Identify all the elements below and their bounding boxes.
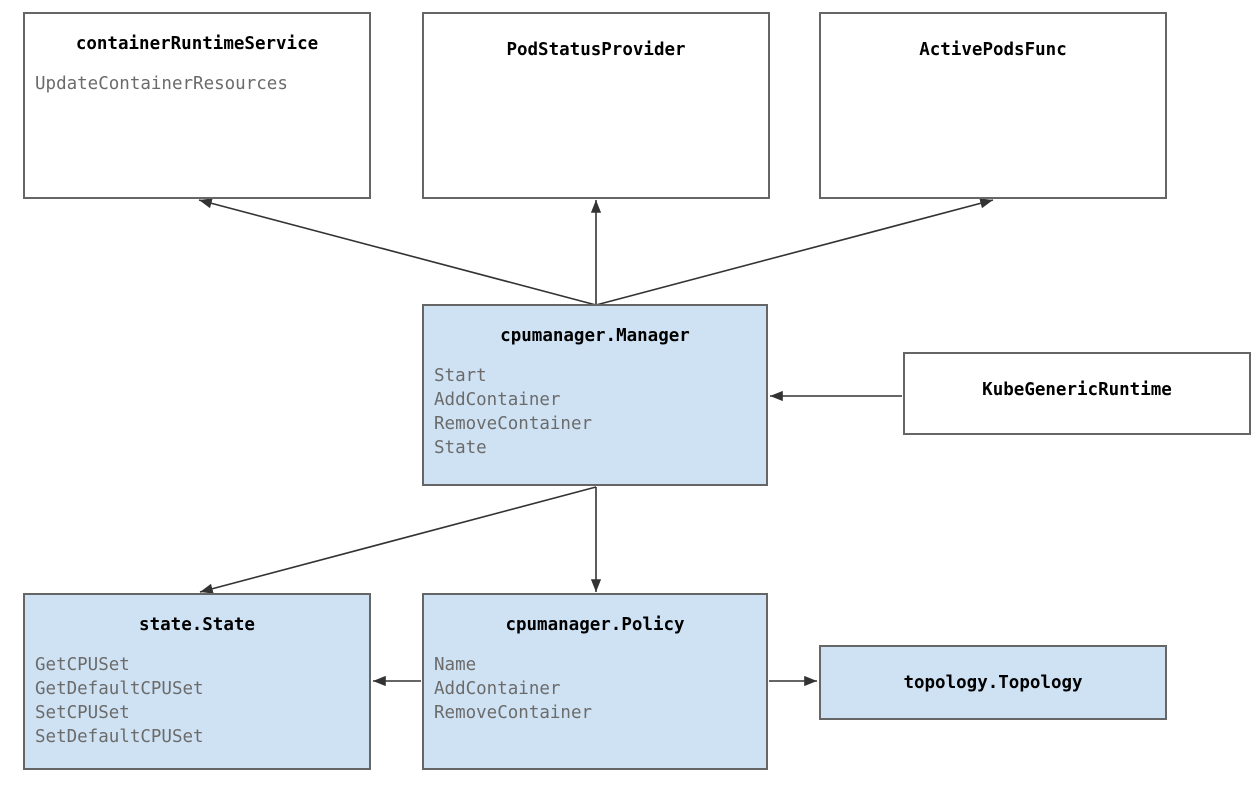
class-title-activePodsFunc: ActivePodsFunc [919, 40, 1067, 60]
class-title-topologyTopology: topology.Topology [903, 673, 1083, 693]
class-method: UpdateContainerResources [35, 74, 288, 94]
edge-manager-to-stateState [199, 486, 597, 594]
class-method: AddContainer [434, 679, 561, 699]
class-method: SetCPUSet [35, 703, 130, 723]
class-method: AddContainer [434, 390, 561, 410]
class-title-podStatusProvider: PodStatusProvider [506, 40, 686, 60]
class-method: Name [434, 655, 477, 675]
uml-class-box-podStatusProvider[interactable]: PodStatusProvider [422, 12, 770, 199]
uml-class-box-kubeGenericRuntime[interactable]: KubeGenericRuntime [903, 352, 1251, 435]
class-method: State [434, 438, 487, 458]
edge-manager-to-containerRuntimeService [198, 198, 597, 306]
class-method: Start [434, 366, 487, 386]
class-method: SetDefaultCPUSet [35, 727, 204, 747]
class-method-list-containerRuntimeService: UpdateContainerResources [25, 72, 369, 96]
class-title-cpumanagerManager: cpumanager.Manager [500, 326, 690, 346]
class-title-stateState: state.State [139, 615, 255, 635]
edge-manager-to-activePodsFunc [595, 198, 994, 306]
uml-class-box-topologyTopology[interactable]: topology.Topology [819, 645, 1167, 720]
class-title-containerRuntimeService: containerRuntimeService [75, 34, 319, 54]
class-title-kubeGenericRuntime: KubeGenericRuntime [982, 380, 1172, 400]
class-title-cpumanagerPolicy: cpumanager.Policy [505, 615, 685, 635]
class-method: GetCPUSet [35, 655, 130, 675]
class-method: GetDefaultCPUSet [35, 679, 204, 699]
class-method: RemoveContainer [434, 703, 593, 723]
uml-class-box-activePodsFunc[interactable]: ActivePodsFunc [819, 12, 1167, 199]
class-method: RemoveContainer [434, 414, 593, 434]
